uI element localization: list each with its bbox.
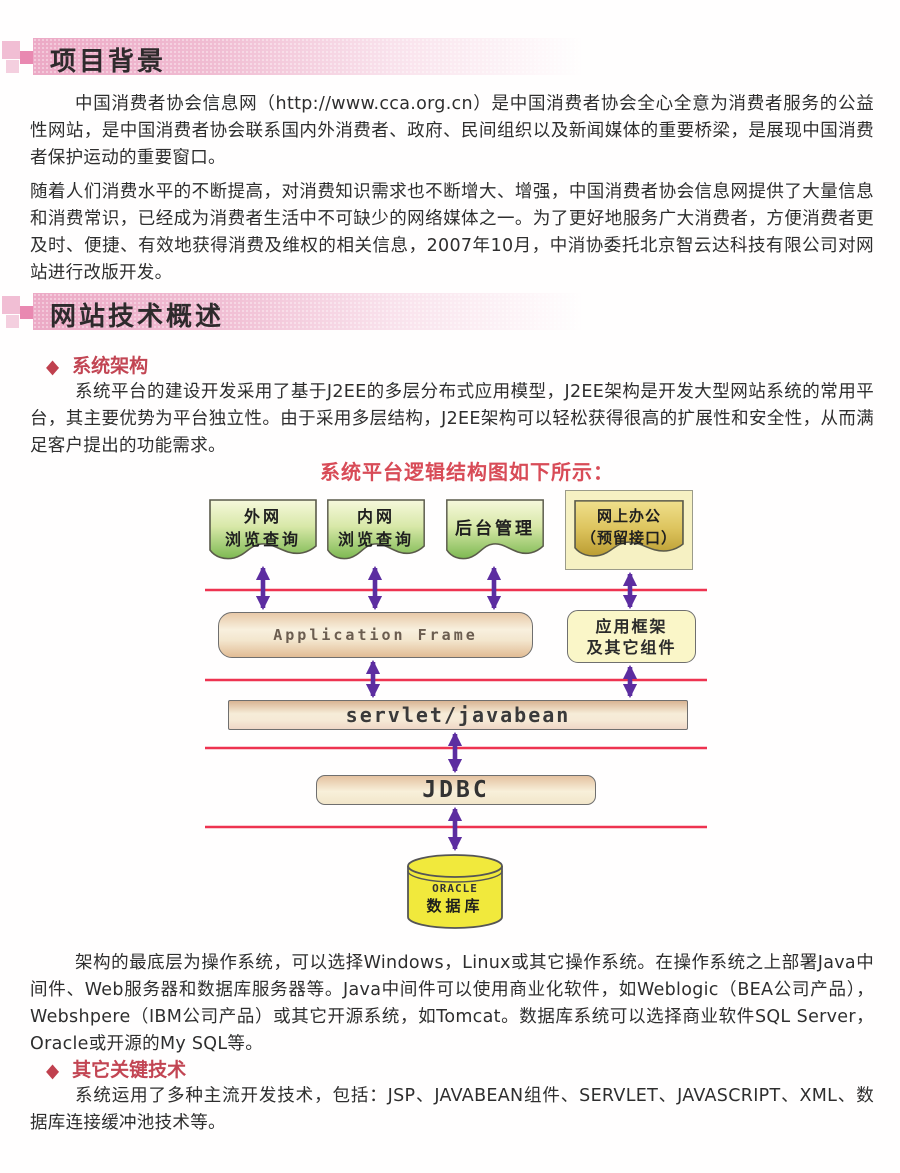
diagram-caption: 系统平台逻辑结构图如下所示：: [320, 460, 614, 484]
diagram-box-backend-admin: 后台管理: [445, 498, 545, 564]
box-label: 内网 浏览查询: [337, 507, 414, 549]
diagram-box-online-office: 网上办公 （预留接口）: [573, 499, 685, 561]
paragraph: 系统平台的建设开发采用了基于J2EE的多层分布式应用模型，J2EE架构是开发大型…: [30, 382, 874, 456]
box-label: 外网 浏览查询: [224, 507, 301, 549]
checker-decoration: [2, 296, 20, 314]
section-title: 网站技术概述: [50, 302, 225, 332]
subheading-system-architecture: ◆ 系统架构: [46, 351, 149, 379]
checker-decoration: [6, 315, 19, 328]
subheading-label: 系统架构: [72, 355, 149, 377]
database-label-oracle: ORACLE: [432, 882, 478, 895]
diagram-box-external-browse: 外网 浏览查询: [208, 498, 318, 564]
subheading-other-key-tech: ◆ 其它关键技术: [46, 1055, 187, 1083]
checker-decoration: [6, 60, 19, 73]
database-label-cn: 数据库: [426, 897, 484, 915]
document-shape: [574, 500, 684, 557]
servlet-javabean-box: servlet/javabean: [228, 700, 688, 730]
paragraph: 系统运用了多种主流开发技术，包括：JSP、JAVABEAN组件、SERVLET、…: [30, 1086, 874, 1133]
box-label: 后台管理: [455, 519, 535, 539]
diagram-connectors: [205, 565, 707, 929]
diagram-box-online-office-outer: 网上办公 （预留接口）: [565, 490, 693, 570]
document-shape: [446, 499, 544, 560]
database-cylinder: [407, 854, 503, 929]
checker-decoration: [20, 306, 33, 319]
double-arrow-connectors: [255, 565, 638, 852]
section-header-project-background: 项目背景: [33, 38, 633, 77]
box-label: 网上办公 （预留接口）: [580, 507, 677, 547]
checker-decoration: [20, 51, 33, 64]
paragraph: 架构的最底层为操作系统，可以选择Windows，Linux或其它操作系统。在操作…: [30, 953, 874, 1054]
document-shape: [209, 499, 317, 560]
jdbc-box: JDBC: [316, 775, 596, 805]
application-frame-box: Application Frame: [218, 612, 533, 658]
architecture-diagram: 外网 浏览查询 内网 浏览查询 后台管理: [0, 488, 900, 950]
checker-decoration: [2, 41, 20, 59]
paragraph: 中国消费者协会信息网（http://www.cca.org.cn）是中国消费者协…: [30, 94, 874, 168]
app-components-box: 应用框架 及其它组件: [567, 610, 696, 663]
diamond-bullet-icon: ◆: [46, 1059, 60, 1083]
paragraph: 随着人们消费水平的不断提高，对消费知识需求也不断增大、增强，中国消费者协会信息网…: [30, 182, 874, 283]
section-title: 项目背景: [50, 47, 167, 77]
section-header-tech-overview: 网站技术概述: [33, 293, 633, 332]
diagram-box-internal-browse: 内网 浏览查询: [326, 498, 426, 564]
subheading-label: 其它关键技术: [72, 1059, 187, 1081]
document-shape: [327, 499, 425, 560]
diamond-bullet-icon: ◆: [46, 355, 60, 379]
